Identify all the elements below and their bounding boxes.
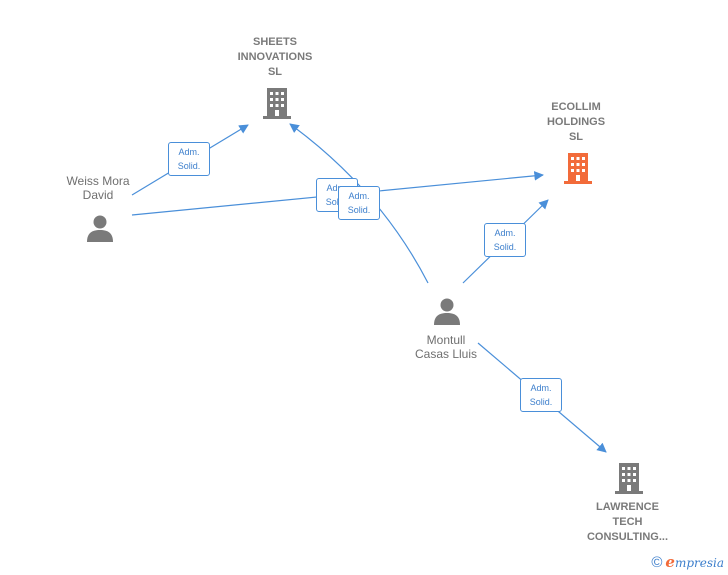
building-icon-highlighted[interactable] bbox=[563, 151, 593, 184]
company-label-ecollim[interactable]: ECOLLIM HOLDINGS SL bbox=[546, 101, 606, 143]
person-label-weiss[interactable]: Weiss Mora David bbox=[66, 174, 130, 202]
edge-label-weiss-sheets: Adm. Solid. bbox=[168, 142, 210, 176]
building-icon[interactable] bbox=[614, 461, 644, 494]
edge-label-montull-sheets: Adm. Solid. bbox=[338, 186, 380, 220]
footer-brand: © empresia bbox=[651, 553, 724, 571]
copyright-symbol: © bbox=[651, 553, 663, 571]
building-icon[interactable] bbox=[262, 86, 292, 119]
person-label-montull[interactable]: Montull Casas Lluis bbox=[414, 333, 478, 361]
brand-logo[interactable]: empresia bbox=[665, 553, 724, 571]
person-icon[interactable] bbox=[432, 296, 462, 326]
edge-label-montull-lawrence: Adm. Solid. bbox=[520, 378, 562, 412]
person-icon[interactable] bbox=[85, 213, 115, 243]
company-label-sheets[interactable]: SHEETS INNOVATIONS SL bbox=[237, 36, 313, 78]
edge-label-montull-ecollim: Adm. Solid. bbox=[484, 223, 526, 257]
company-label-lawrence[interactable]: LAWRENCE TECH CONSULTING... bbox=[586, 501, 669, 543]
